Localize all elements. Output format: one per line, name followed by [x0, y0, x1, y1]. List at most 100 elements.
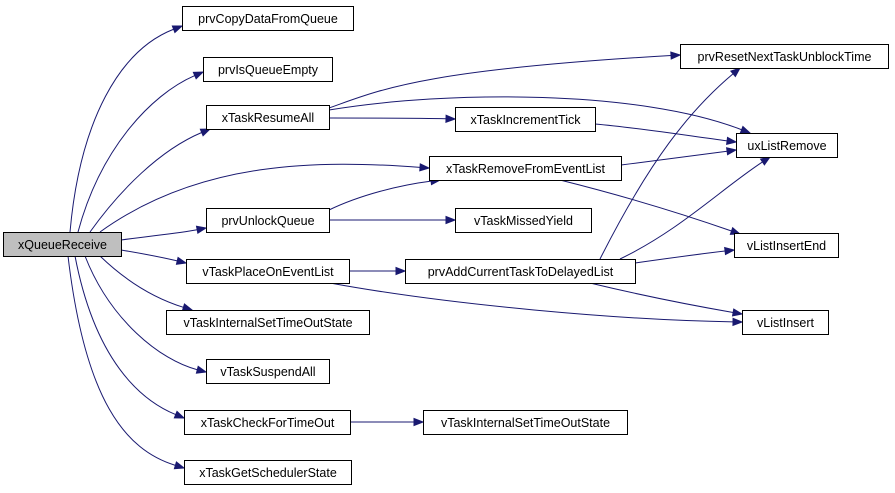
node-x-task-remove-from-event-list[interactable]: xTaskRemoveFromEventList: [429, 156, 622, 181]
edge-line: [620, 150, 728, 166]
node-prv-copy-data-from-queue[interactable]: prvCopyDataFromQueue: [182, 6, 354, 31]
node-label: vTaskInternalSetTimeOutState: [183, 316, 352, 330]
node-prv-is-queue-empty[interactable]: prvIsQueueEmpty: [203, 57, 333, 82]
arrowhead-icon: [730, 67, 742, 78]
node-box: [736, 133, 838, 158]
arrowhead-icon: [731, 308, 744, 317]
arrowhead-icon: [732, 317, 744, 327]
edge-layer: [67, 25, 772, 470]
node-box: [455, 208, 592, 233]
edge-x-queue-receive-to-x-task-get-scheduler-state: [67, 255, 186, 470]
node-box: [429, 156, 622, 181]
arrowhead-icon: [759, 156, 772, 166]
node-label: prvAddCurrentTaskToDelayedList: [428, 265, 614, 279]
edge-line: [99, 163, 421, 233]
edge-line: [619, 161, 763, 260]
edge-line: [559, 179, 732, 232]
edge-line: [89, 132, 202, 233]
node-box: [680, 44, 889, 69]
node-x-task-check-for-time-out[interactable]: xTaskCheckForTimeOut: [184, 410, 351, 435]
edge-line: [77, 75, 195, 233]
edge-line: [328, 96, 742, 131]
node-box: [206, 359, 330, 384]
edge-line: [67, 255, 176, 466]
edge-x-task-increment-tick-to-ux-list-remove: [594, 123, 738, 145]
node-v-list-insert-end[interactable]: vListInsertEnd: [734, 233, 839, 258]
node-label: prvResetNextTaskUnblockTime: [698, 50, 872, 64]
node-x-queue-receive[interactable]: xQueueReceive: [3, 232, 122, 257]
edge-line: [69, 28, 174, 233]
node-v-task-internal-set-time-out-state-right[interactable]: vTaskInternalSetTimeOutState: [423, 410, 628, 435]
edge-prv-add-current-task-to-delayed-list-to-prv-reset-next-task-unblock-time: [599, 67, 742, 260]
edge-prv-unlock-queue-to-v-task-missed-yield: [329, 215, 457, 225]
node-x-task-get-scheduler-state[interactable]: xTaskGetSchedulerState: [184, 460, 352, 485]
edge-line: [589, 282, 734, 313]
edge-x-task-resume-all-to-x-task-increment-tick: [328, 114, 457, 123]
edge-line: [74, 255, 176, 416]
node-label: xTaskGetSchedulerState: [199, 466, 337, 480]
arrowhead-icon: [181, 303, 194, 312]
node-box: [405, 259, 636, 284]
node-box: [184, 460, 352, 485]
edge-line: [328, 117, 447, 120]
node-prv-reset-next-task-unblock-time[interactable]: prvResetNextTaskUnblockTime: [680, 44, 889, 69]
arrowhead-icon: [171, 25, 184, 34]
node-box: [166, 310, 370, 335]
arrowhead-icon: [726, 147, 738, 156]
node-label: prvCopyDataFromQueue: [198, 12, 338, 26]
edge-x-queue-receive-to-v-task-suspend-all: [84, 255, 208, 374]
node-label: xTaskResumeAll: [222, 111, 314, 125]
arrowhead-icon: [419, 163, 431, 172]
node-box: [742, 310, 829, 335]
node-box: [423, 410, 628, 435]
node-label: uxListRemove: [747, 139, 826, 153]
edge-line: [634, 250, 726, 264]
node-prv-add-current-task-to-delayed-list[interactable]: prvAddCurrentTaskToDelayedList: [405, 259, 636, 284]
edge-x-task-check-for-time-out-to-v-task-internal-set-time-out-state-right: [349, 417, 425, 427]
node-ux-list-remove[interactable]: uxListRemove: [736, 133, 838, 158]
edge-x-queue-receive-to-x-task-check-for-time-out: [74, 255, 186, 419]
node-v-task-missed-yield[interactable]: vTaskMissedYield: [455, 208, 592, 233]
edge-v-task-place-on-event-list-to-v-list-insert: [329, 282, 744, 327]
arrowhead-icon: [739, 125, 752, 134]
arrowhead-icon: [173, 410, 186, 419]
arrowhead-icon: [445, 114, 457, 123]
node-v-task-internal-set-time-out-state-left[interactable]: vTaskInternalSetTimeOutState: [166, 310, 370, 335]
arrowhead-icon: [413, 417, 425, 427]
node-label: vListInsert: [757, 316, 814, 330]
node-layer: xQueueReceive prvCopyDataFromQueue prvIsQu…: [3, 6, 889, 485]
arrowhead-icon: [192, 71, 205, 80]
node-label: vTaskMissedYield: [474, 214, 573, 228]
arrowhead-icon: [175, 256, 188, 265]
node-label: vTaskSuspendAll: [220, 365, 315, 379]
node-box: [184, 410, 351, 435]
node-label: vListInsertEnd: [747, 239, 826, 253]
node-v-task-suspend-all[interactable]: vTaskSuspendAll: [206, 359, 330, 384]
node-x-task-resume-all[interactable]: xTaskResumeAll: [206, 105, 330, 130]
node-label: prvUnlockQueue: [221, 214, 314, 228]
edge-line: [120, 249, 178, 262]
node-label: xTaskRemoveFromEventList: [446, 162, 606, 176]
edge-line: [328, 55, 672, 109]
edge-x-queue-receive-to-prv-copy-data-from-queue: [69, 25, 184, 233]
node-x-task-increment-tick[interactable]: xTaskIncrementTick: [455, 107, 596, 132]
edge-line: [120, 229, 198, 241]
edge-prv-add-current-task-to-delayed-list-to-ux-list-remove: [619, 156, 772, 260]
arrowhead-icon: [445, 215, 457, 225]
arrowhead-icon: [195, 225, 208, 234]
node-label: xTaskIncrementTick: [471, 113, 582, 127]
node-prv-unlock-queue[interactable]: prvUnlockQueue: [206, 208, 330, 233]
node-box: [455, 107, 596, 132]
edge-line: [99, 255, 184, 308]
edge-prv-add-current-task-to-delayed-list-to-v-list-insert: [589, 282, 744, 317]
node-label: vTaskInternalSetTimeOutState: [441, 416, 610, 430]
node-box: [734, 233, 839, 258]
edge-x-queue-receive-to-x-task-remove-from-event-list: [99, 163, 431, 233]
node-v-list-insert[interactable]: vListInsert: [742, 310, 829, 335]
node-box: [3, 232, 122, 257]
node-box: [206, 208, 330, 233]
edge-prv-unlock-queue-to-x-task-remove-from-event-list: [328, 176, 442, 211]
node-v-task-place-on-event-list[interactable]: vTaskPlaceOnEventList: [186, 259, 350, 284]
